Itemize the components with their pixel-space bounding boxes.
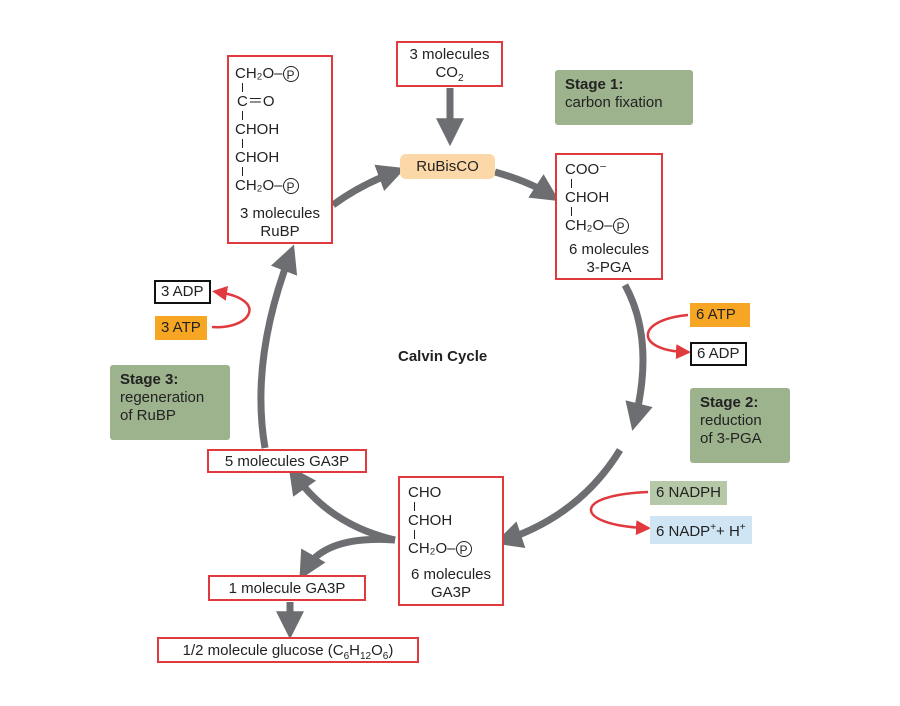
nadp-tag: 6 NADP++ H+	[650, 516, 752, 544]
stage1-title: Stage 1:	[565, 76, 624, 93]
cycle-arc-left	[257, 244, 298, 449]
phosphate-icon: P	[455, 541, 472, 558]
stage2-desc1: reduction	[700, 412, 762, 429]
left-atp-arrow	[211, 285, 251, 329]
bond-line	[242, 83, 243, 92]
stage3-title: Stage 3:	[120, 371, 179, 388]
nadp-tail: + H	[716, 523, 740, 540]
glucose-box: 1/2 molecule glucose (C6H12O6)	[157, 637, 419, 663]
ga3p-c1: CHO	[408, 484, 442, 501]
rubp-c2: C＝O	[237, 93, 275, 110]
phosphate-icon: P	[612, 218, 629, 235]
bond-line	[571, 179, 572, 188]
pga-box: COO⁻ CHOH CH₂O–P 6 molecules 3-PGA	[555, 153, 663, 280]
stage3-label: Stage 3: regeneration of RuBP	[110, 365, 230, 440]
rubp-c1: CH₂O–	[235, 65, 283, 82]
phosphate-icon: P	[282, 178, 299, 195]
stage2-desc2: of 3-PGA	[700, 430, 762, 447]
ga3p-label2: GA3P	[430, 584, 472, 601]
rubp-c4: CHOH	[235, 149, 280, 166]
ga3p-c2: CHOH	[408, 512, 453, 529]
cycle-arc-bottom-left	[288, 465, 396, 544]
cycle-arc-right	[621, 283, 653, 431]
stage3-desc2: of RuBP	[120, 407, 176, 424]
co2-box: 3 molecules CO2	[396, 41, 503, 87]
stage3-desc1: regeneration	[120, 389, 205, 406]
stage2-title: Stage 2:	[700, 394, 759, 411]
stage1-label: Stage 1: carbon fixation	[555, 70, 693, 125]
bond-line	[414, 502, 415, 511]
bond-line	[242, 167, 243, 176]
bond-line	[414, 530, 415, 539]
pga-c3: CH₂O–	[565, 217, 613, 234]
rubisco-label: RuBisCO	[400, 154, 495, 179]
ga3p-one-box: 1 molecule GA3P	[208, 575, 366, 601]
ga3p-box: CHO CHOH CH₂O–P 6 molecules GA3P	[398, 476, 504, 606]
right-atp-arrow	[646, 313, 691, 360]
rubp-label1: 3 molecules	[239, 205, 321, 222]
right-atp-tag: 6 ATP	[690, 303, 750, 327]
nadph-arrow	[589, 490, 651, 536]
stage2-label: Stage 2: reduction of 3-PGA	[690, 388, 790, 463]
co2-label-line2: CO	[435, 64, 458, 81]
branch-arrow	[299, 535, 396, 580]
bond-line	[242, 139, 243, 148]
ga3p-c3: CH₂O–	[408, 540, 456, 557]
pga-c2: CHOH	[565, 189, 610, 206]
ga3p-label1: 6 molecules	[410, 566, 492, 583]
cycle-title: Calvin Cycle	[398, 348, 488, 365]
co2-label-line1: 3 molecules	[409, 46, 490, 63]
cycle-arc-top-right	[494, 168, 560, 202]
bond-line	[242, 111, 243, 120]
right-adp-tag: 6 ADP	[690, 342, 747, 366]
ga3p-five-box: 5 molecules GA3P	[207, 449, 367, 473]
pga-label1: 6 molecules	[568, 241, 650, 258]
rubp-box: CH₂O–P C＝O CHOH CHOH CH₂O–P 3 molecules …	[227, 55, 333, 244]
rubp-c5: CH₂O–	[235, 177, 283, 194]
nadph-tag: 6 NADPH	[650, 481, 728, 505]
cycle-arc-bottom-right	[494, 448, 623, 548]
cycle-arc-top-left	[330, 164, 406, 208]
glucose-text: 1/2 molecule glucose (C	[182, 642, 344, 659]
nadp-text: 6 NADP	[656, 523, 711, 540]
rubp-c3: CHOH	[235, 121, 280, 138]
stage1-desc: carbon fixation	[565, 94, 663, 111]
pga-c1: COO⁻	[565, 161, 608, 178]
rubp-label2: RuBP	[260, 223, 300, 240]
phosphate-icon: P	[282, 66, 299, 83]
left-adp-tag: 3 ADP	[154, 280, 211, 304]
pga-label2: 3-PGA	[586, 259, 632, 276]
bond-line	[571, 207, 572, 216]
left-atp-tag: 3 ATP	[155, 316, 207, 340]
